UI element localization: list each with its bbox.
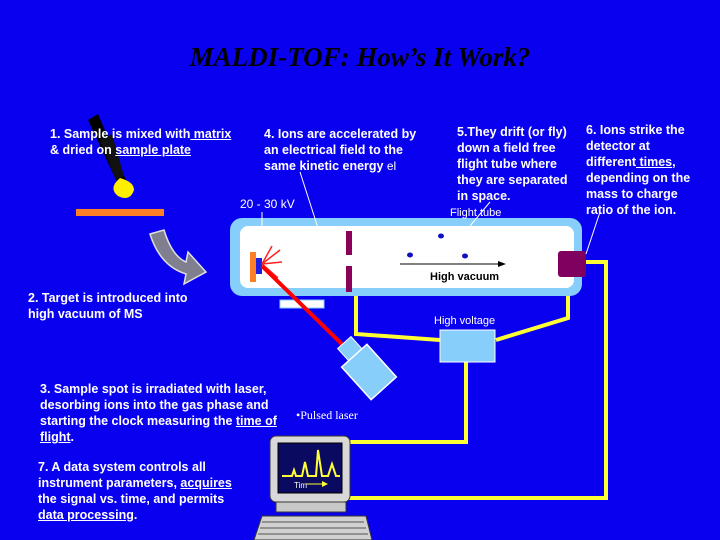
screen-label: Tim (294, 481, 307, 490)
wires (340, 260, 608, 500)
sample-plate (76, 209, 164, 216)
laser-beam (260, 264, 352, 354)
grid-electrode-bottom (346, 266, 352, 292)
target-spot (256, 258, 262, 274)
curved-arrow-icon (149, 229, 208, 286)
page-title: MALDI-TOF: How’s It Work? (189, 42, 531, 72)
step-5-label: 5.They drift (or fly) down a field free … (457, 125, 568, 203)
flight-tube-label: Flight tube (450, 207, 501, 219)
vacuum-label: High vacuum (430, 271, 499, 283)
pulsed-laser-label: •Pulsed laser (296, 408, 358, 422)
screen-spectrum (282, 449, 340, 477)
flight-arrow (400, 261, 506, 267)
step-1-label: 1. Sample is mixed with matrix & dried o… (50, 127, 232, 157)
step-2-label: 2. Target is introduced into high vacuum… (28, 291, 188, 321)
leader-lines (261, 171, 601, 255)
laser-icon (336, 335, 398, 401)
high-voltage-label: High voltage (434, 315, 495, 327)
ions (407, 233, 468, 259)
pipette-icon (88, 114, 134, 198)
grid-electrode-top (346, 231, 352, 255)
high-voltage-box (439, 329, 496, 363)
step-3-label: 3. Sample spot is irradiated with laser,… (40, 382, 277, 444)
flight-tube-inner (240, 226, 574, 288)
detector (558, 251, 586, 277)
step-6-label: 6. Ions strike the detector at different… (586, 123, 691, 217)
step-7-label: 7. A data system controls all instrument… (38, 460, 232, 522)
step-4-label: 4. Ions are accelerated by an electrical… (264, 127, 417, 173)
voltage-label: 20 - 30 kV (240, 197, 295, 211)
computer-icon (253, 435, 373, 540)
target-plate (250, 252, 256, 282)
